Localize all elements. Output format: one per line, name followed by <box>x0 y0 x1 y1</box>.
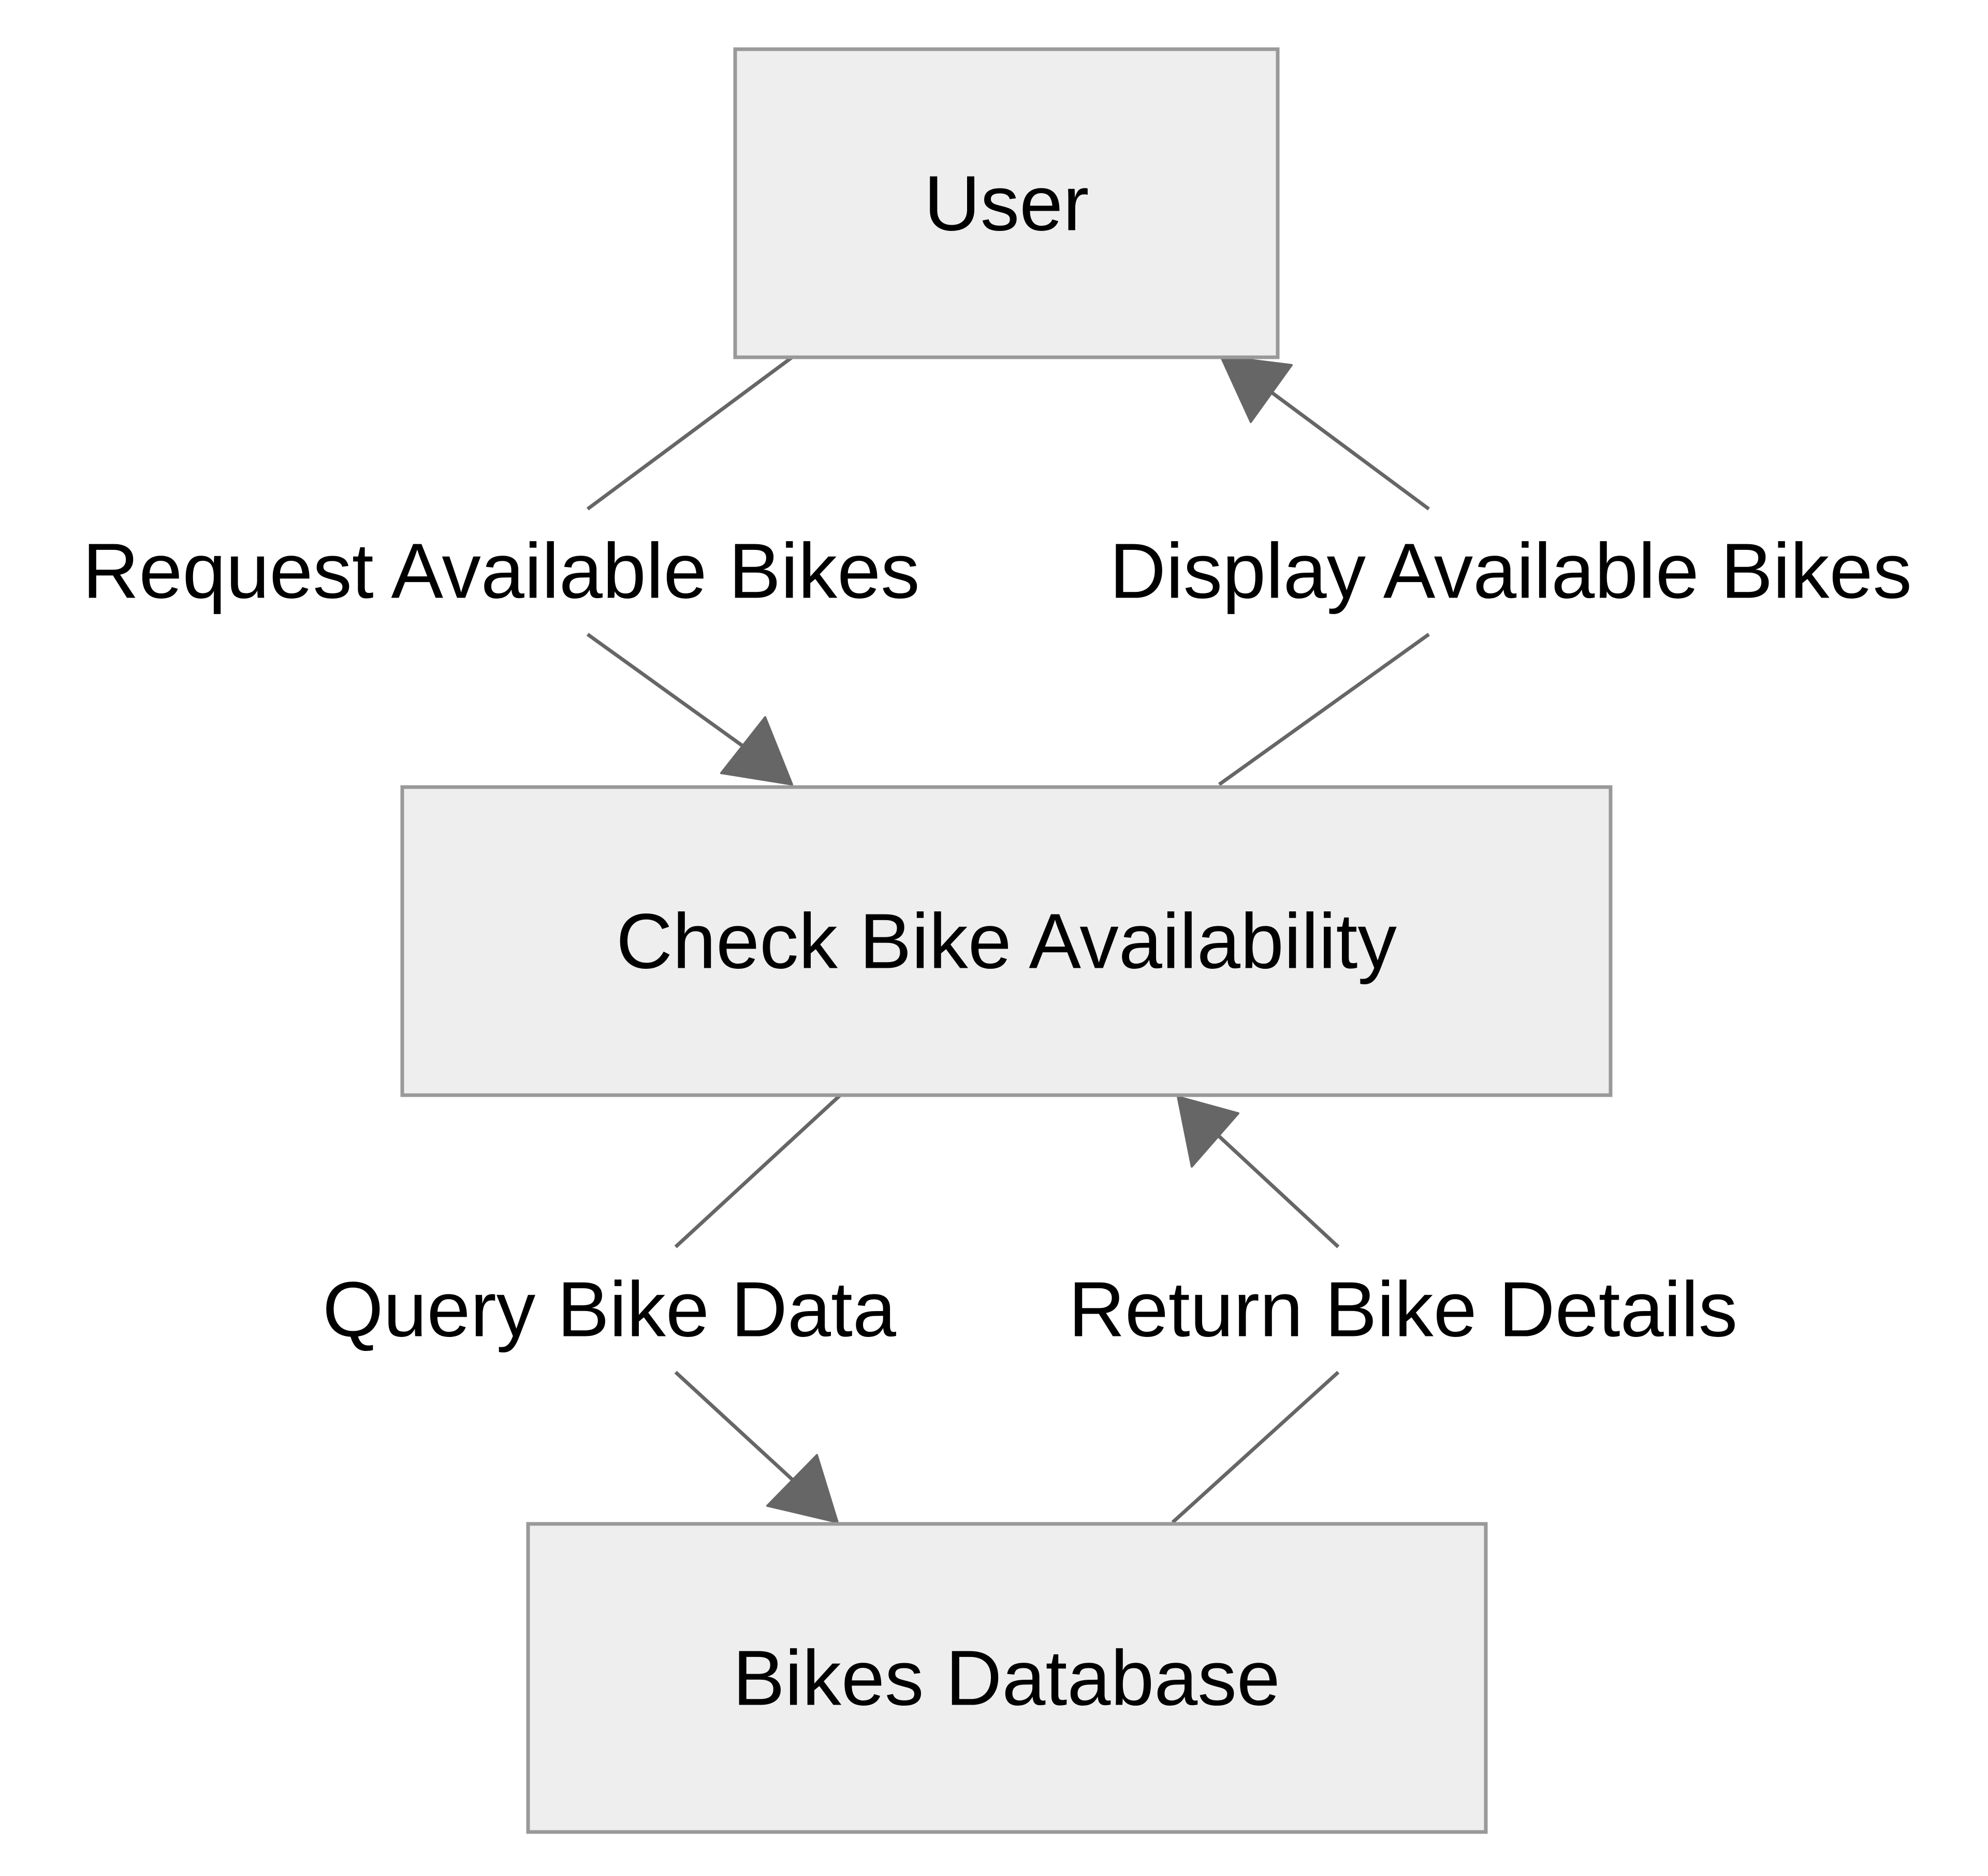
edge-request-arrowhead <box>720 716 793 786</box>
node-check-availability-label: Check Bike Availability <box>616 897 1397 985</box>
edge-return-line-top <box>1208 1126 1340 1248</box>
node-bikes-database-label: Bikes Database <box>733 1634 1280 1722</box>
node-check-availability: Check Bike Availability <box>400 785 1613 1097</box>
edge-query-line-bottom <box>674 1371 807 1493</box>
edge-display <box>1218 355 1430 786</box>
edge-query-arrowhead <box>766 1454 839 1523</box>
node-check-availability-box <box>400 785 1613 1097</box>
edge-query-line-top <box>674 1094 842 1248</box>
edge-request <box>586 356 794 786</box>
node-bikes-database: Bikes Database <box>526 1522 1488 1834</box>
edge-request-line-top <box>586 356 794 511</box>
edge-display-line-bottom <box>1218 633 1430 786</box>
node-bikes-database-box <box>526 1522 1488 1834</box>
edge-return-arrowhead <box>1177 1096 1239 1168</box>
edge-query-label: Query Bike Data <box>323 1266 896 1353</box>
node-user: User <box>733 47 1280 359</box>
edge-request-label: Request Available Bikes <box>82 527 919 615</box>
edge-return <box>1171 1096 1340 1524</box>
node-user-label: User <box>924 159 1089 247</box>
edge-display-line-top <box>1263 386 1430 511</box>
edge-display-arrowhead <box>1220 355 1293 423</box>
node-user-box <box>733 47 1280 359</box>
edge-return-label: Return Bike Details <box>1069 1266 1737 1353</box>
edge-request-line-bottom <box>586 633 746 749</box>
edge-return-line-bottom <box>1171 1371 1340 1524</box>
edge-display-label: Display Available Bikes <box>1109 527 1912 615</box>
edge-query <box>674 1094 842 1523</box>
